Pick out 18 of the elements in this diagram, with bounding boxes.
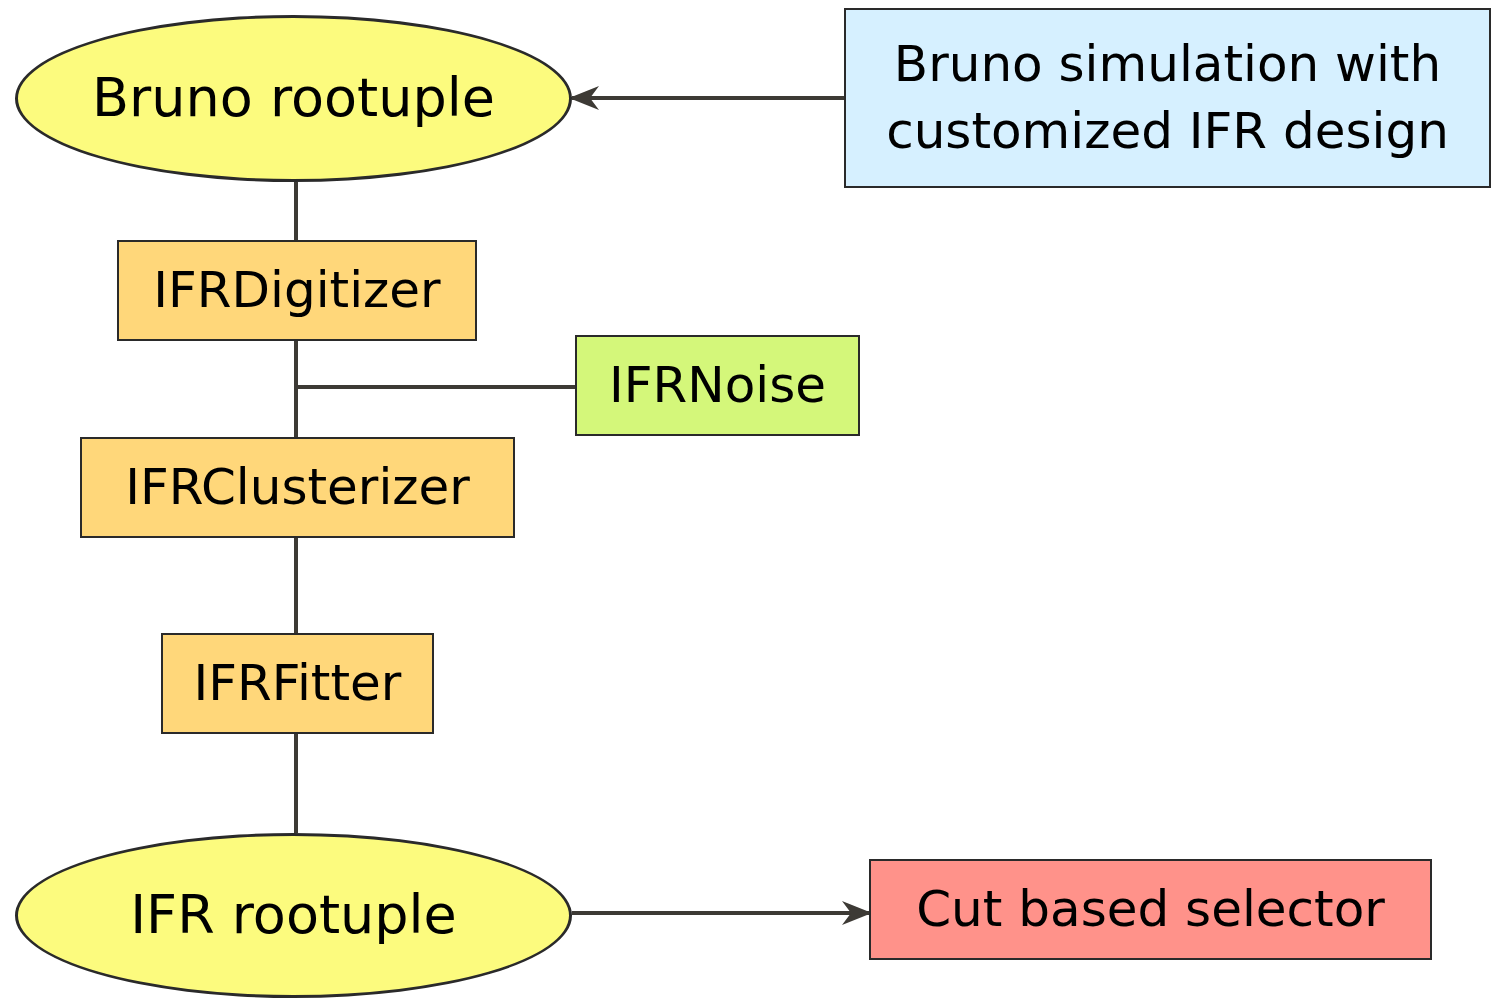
node-label: Bruno simulation with customized IFR design	[885, 33, 1450, 162]
process-box	[80, 437, 515, 538]
node-label: Bruno rootuple	[92, 65, 495, 132]
connector-line	[294, 182, 298, 240]
node-label: IFR rootuple	[130, 882, 457, 949]
node-label: Cut based selector	[916, 878, 1385, 940]
process-box	[844, 8, 1491, 188]
node-label: IFRNoise	[609, 354, 826, 416]
connector-line	[294, 538, 298, 633]
process-box	[117, 240, 477, 341]
node-label: IFRClusterizer	[125, 456, 470, 518]
node-label: IFRFitter	[193, 652, 402, 714]
process-box	[575, 335, 860, 436]
node-label: IFRDigitizer	[153, 259, 441, 321]
connector-line	[294, 385, 575, 437]
process-box	[161, 633, 434, 734]
connector-line	[294, 734, 298, 833]
process-box	[869, 859, 1432, 960]
